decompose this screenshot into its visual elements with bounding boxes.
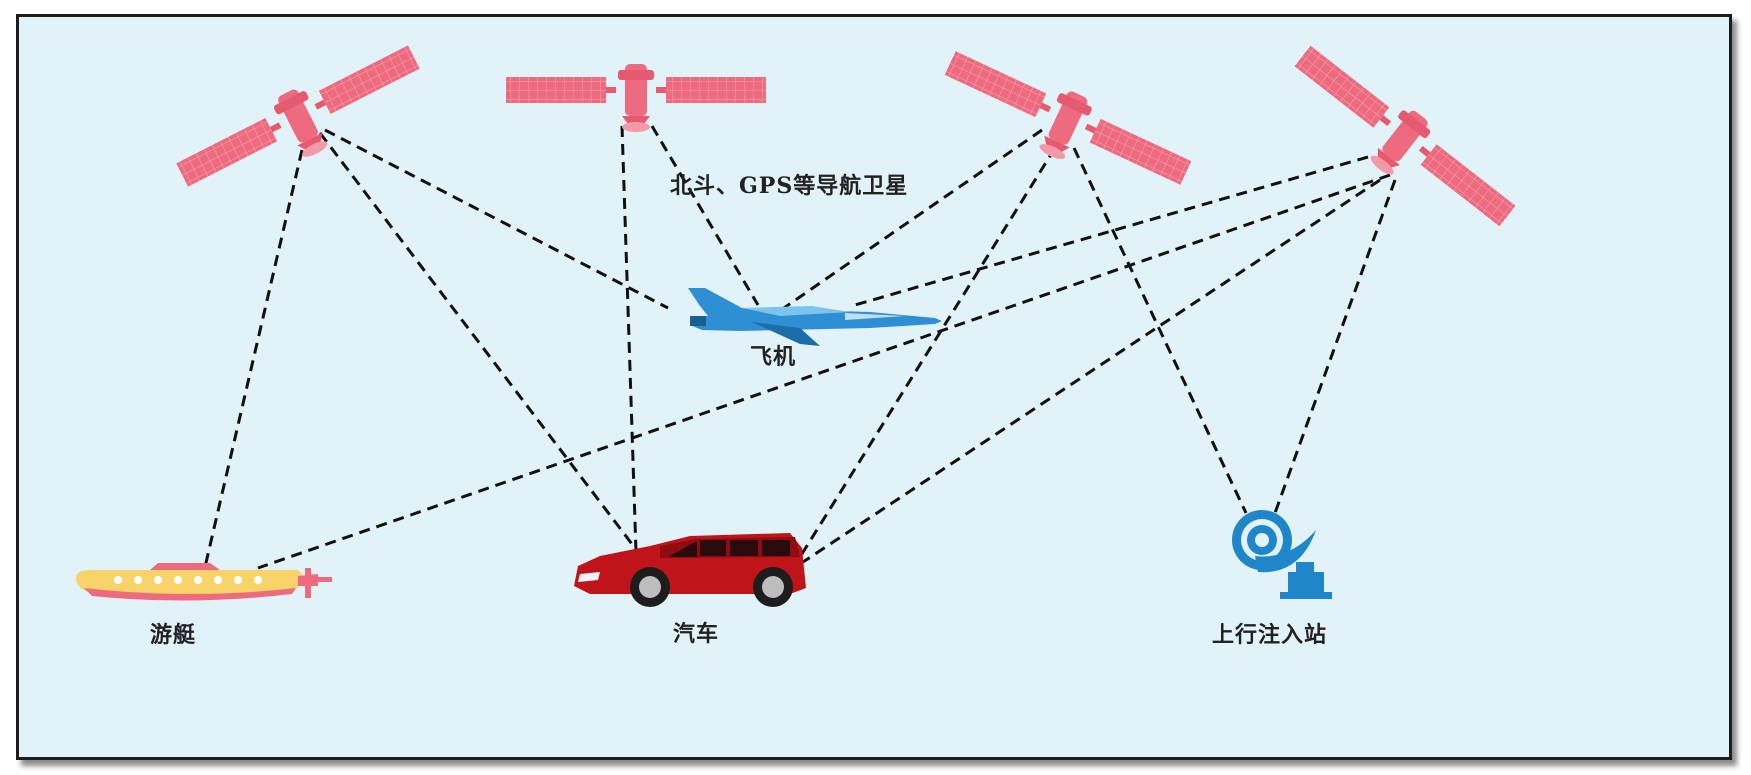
plane-label: 飞机	[750, 344, 797, 370]
plane-icon	[688, 288, 942, 346]
satellite-icon	[1276, 35, 1524, 250]
signal-links	[203, 125, 1397, 570]
link-sat3-station	[1072, 147, 1248, 514]
link-sat2-plane	[650, 125, 760, 306]
link-sat3-plane	[777, 128, 1043, 314]
link-sat4-yacht	[257, 173, 1391, 570]
link-sat3-car	[798, 147, 1057, 558]
link-sat2-car	[620, 125, 638, 553]
ground-station-icon	[1232, 510, 1332, 599]
car-icon	[574, 533, 806, 607]
link-sat1-plane	[324, 128, 669, 310]
link-sat4-station	[1273, 179, 1397, 514]
satellite-icon	[932, 39, 1197, 212]
yacht-label: 游艇	[150, 622, 197, 648]
link-sat4-car	[802, 178, 1381, 564]
link-sat1-car	[318, 132, 640, 553]
car-label: 汽车	[673, 621, 720, 647]
link-sat1-yacht	[203, 149, 304, 568]
station-label: 上行注入站	[1212, 622, 1328, 648]
satellites-label: 北斗、GPS等导航卫星	[670, 173, 909, 199]
satellite-icon	[170, 33, 433, 213]
yacht-icon	[76, 563, 332, 601]
satellite-icon	[506, 64, 766, 132]
